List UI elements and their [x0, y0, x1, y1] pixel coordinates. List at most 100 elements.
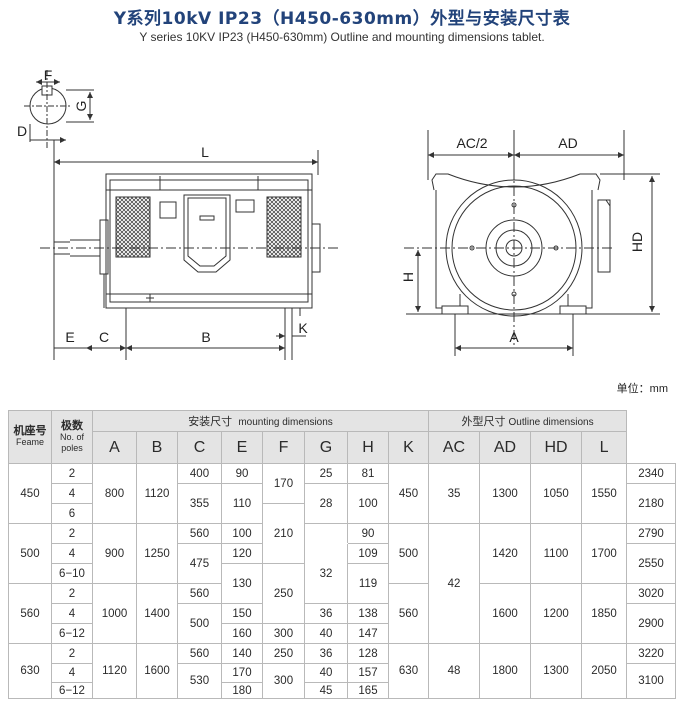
cell-AD: 1300: [479, 463, 531, 524]
page-subtitle: Y series 10KV IP23 (H450-630mm) Outline …: [139, 30, 545, 44]
col-H: H: [347, 431, 389, 464]
cell-H: 147: [347, 623, 389, 644]
cell-H: 100: [347, 483, 389, 524]
cell-poles: 6: [51, 503, 93, 524]
cell-C: 355: [177, 483, 222, 524]
cell-F: 250: [262, 643, 305, 664]
table-row: 4 500 150 36 138 2900: [9, 603, 676, 644]
cell-E: 120: [221, 543, 263, 564]
table-row: 6−12 160 300 40 147: [9, 623, 676, 644]
cell-K: 450: [388, 463, 429, 524]
col-L: L: [580, 431, 628, 464]
col-E: E: [221, 431, 263, 464]
cell-AD: 1420: [479, 523, 531, 584]
cell-AC: 42: [428, 523, 480, 644]
cell-E: 170: [221, 663, 263, 683]
col-B: B: [136, 431, 178, 464]
cell-H: 157: [347, 663, 389, 683]
cell-G: 32: [304, 543, 348, 604]
dim-label-HD: HD: [629, 232, 645, 252]
cell-H: 90: [347, 523, 389, 544]
outline-drawing: F G D L: [17, 67, 660, 360]
cell-C: 400: [177, 463, 222, 484]
cell-AD: 1600: [479, 583, 531, 644]
cell-poles: 4: [51, 543, 93, 564]
table-row: 6−10 130 250 119: [9, 563, 676, 624]
cell-A: 1120: [92, 643, 137, 699]
cell-F: 210: [262, 503, 305, 564]
side-view: L E C B K: [40, 140, 340, 360]
cell-G: 36: [304, 603, 348, 624]
cell-E: 130: [221, 563, 263, 604]
cell-C: 560: [177, 583, 222, 604]
cell-E: 150: [221, 603, 263, 624]
cell-E: 160: [221, 623, 263, 644]
col-AD: AD: [479, 431, 531, 464]
cell-HD: 1050: [530, 463, 582, 524]
cell-K: 630: [388, 643, 429, 699]
dim-label-AC2: AC/2: [456, 135, 487, 151]
cell-G: 28: [304, 483, 348, 524]
cell-L: 1550: [580, 463, 628, 524]
dim-label-B: B: [201, 329, 210, 345]
cell-B: 1600: [136, 643, 178, 699]
cell-B: 1120: [136, 463, 178, 524]
cell-L: 1850: [580, 583, 628, 644]
cell-L: 2340: [626, 463, 676, 484]
cell-B: 1400: [136, 583, 178, 644]
cell-poles: 4: [51, 663, 93, 683]
cell-AD: 1800: [479, 643, 531, 699]
cell-poles: 4: [51, 483, 93, 504]
cell-F: 170: [262, 463, 305, 504]
cell-H: 109: [347, 543, 389, 564]
dim-label-AD: AD: [558, 135, 577, 151]
cell-E: 140: [221, 643, 263, 664]
cell-H: 165: [347, 682, 389, 699]
cell-frame: 630: [8, 643, 52, 699]
cell-C: 560: [177, 643, 222, 664]
dim-label-H: H: [400, 272, 416, 282]
cell-G: 25: [304, 463, 348, 484]
table-row: 560 2 1000 1400 560 560 1600 1200 1850 3…: [8, 583, 676, 644]
col-AC: AC: [428, 431, 480, 464]
dim-label-A: A: [509, 329, 519, 345]
cell-C: 530: [177, 663, 222, 699]
cell-F: 300: [262, 663, 305, 699]
cell-HD: 1200: [530, 583, 582, 644]
cell-A: 800: [92, 463, 137, 524]
table-row: 6 210: [9, 503, 676, 564]
cell-frame: 450: [8, 463, 52, 524]
cell-A: 900: [92, 523, 137, 584]
cell-F: 250: [262, 563, 305, 624]
cell-AC: 48: [428, 643, 480, 699]
cell-G: 40: [304, 663, 348, 683]
page-title: Y系列10kV IP23（H450-630mm）外型与安装尺寸表: [113, 9, 571, 29]
unit-note: 单位：mm: [616, 383, 668, 395]
dim-label-K: K: [298, 320, 308, 336]
cell-G: 36: [304, 643, 348, 664]
end-view: AC/2 AD H HD A: [400, 130, 660, 356]
cell-L: 1700: [580, 523, 628, 584]
cell-poles: 6−10: [51, 563, 93, 584]
cell-E: 100: [221, 523, 263, 544]
dim-label-D: D: [17, 123, 27, 139]
col-G: G: [304, 431, 348, 464]
header-mounting: 安装尺寸 mounting dimensions: [92, 410, 429, 432]
cell-G: 28: [304, 523, 348, 544]
cell-H: 81: [347, 463, 389, 484]
table-row: 450 2 800 1120 400 90 170 25 81 450 35 1…: [8, 463, 676, 524]
cell-poles: 4: [51, 603, 93, 624]
cell-L: 2550: [626, 543, 676, 584]
cell-poles: 2: [51, 523, 93, 544]
cell-frame: 560: [8, 583, 52, 644]
dim-label-E: E: [65, 329, 74, 345]
cell-A: 1000: [92, 583, 137, 644]
cell-K: 500: [388, 523, 429, 584]
cell-B: 1250: [136, 523, 178, 584]
cell-H: 138: [347, 603, 389, 624]
dim-label-F: F: [44, 67, 53, 83]
cell-L: 2790: [626, 523, 676, 544]
